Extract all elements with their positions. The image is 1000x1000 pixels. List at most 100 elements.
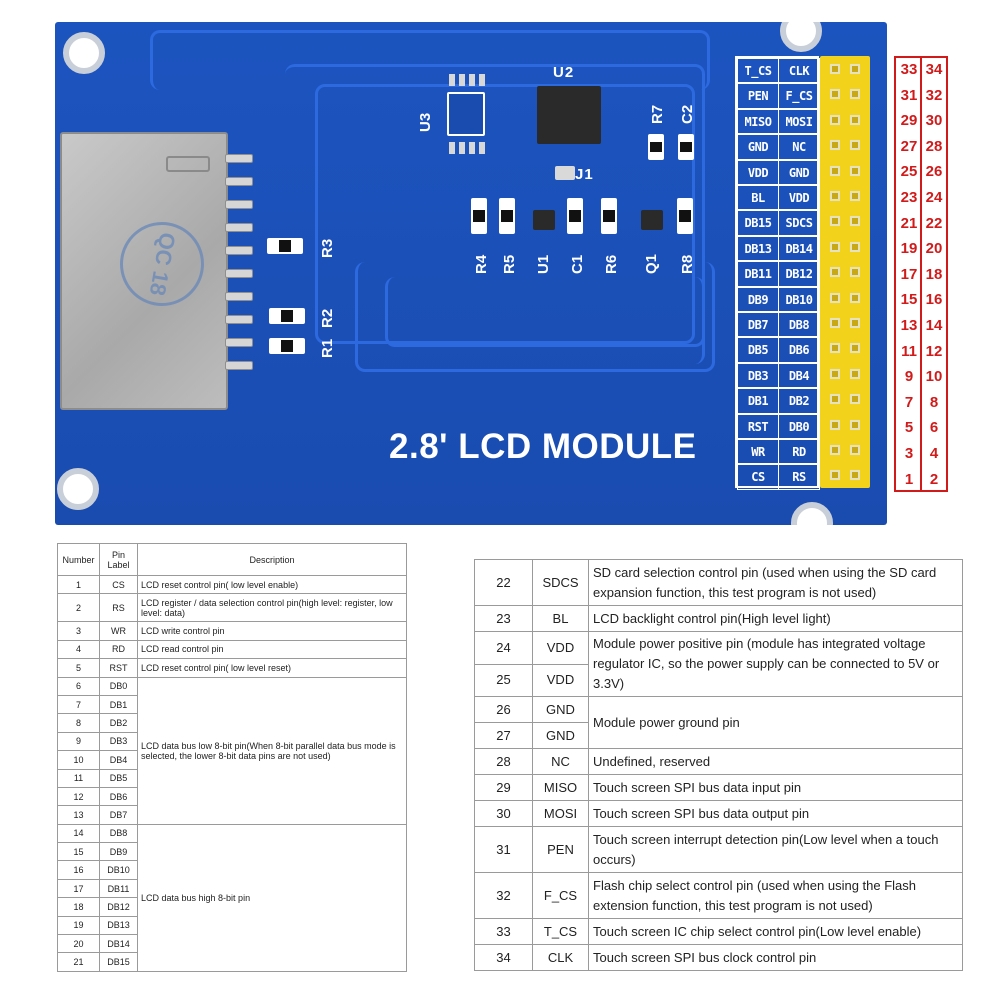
pin-number: 2 — [929, 470, 939, 488]
mounting-hole-top-right — [780, 22, 822, 52]
cell-number: 30 — [474, 800, 533, 827]
pin-label-cell: DB3 — [737, 362, 779, 389]
cell-description: SD card selection control pin (used when… — [588, 559, 963, 606]
header-pin — [850, 241, 860, 252]
cell-description: LCD reset control pin( low level enable) — [137, 574, 407, 595]
cell-pin-label: DB13 — [99, 915, 138, 936]
pin-number-divider — [920, 58, 922, 490]
pin-number: 34 — [925, 61, 943, 78]
pin-label-cell: SDCS — [778, 210, 820, 236]
jumper-j1 — [555, 166, 575, 180]
cell-number: 29 — [474, 774, 533, 801]
component-q1 — [641, 210, 663, 230]
pin-label-cell: DB9 — [737, 286, 779, 312]
chip-leg — [469, 74, 475, 86]
pcb-trace — [150, 30, 710, 90]
cell-pin-label: DB6 — [99, 786, 138, 807]
header-pin — [830, 114, 840, 125]
cell-pin-label: PEN — [532, 826, 589, 873]
pin-number: 22 — [925, 214, 943, 232]
pin-label-cell: DB8 — [778, 312, 820, 338]
pin-label-cell: DB6 — [778, 337, 820, 363]
cell-pin-label: RD — [99, 639, 138, 660]
pin-label-cell: DB10 — [778, 286, 820, 312]
cell-number: 28 — [474, 748, 533, 775]
pin-label-cell: VDD — [737, 159, 779, 185]
cell-description: Touch screen SPI bus clock control pin — [588, 944, 963, 971]
pin-label-cell: BL — [737, 185, 779, 211]
label-r6: R6 — [603, 254, 620, 274]
header-pin — [850, 419, 860, 430]
pin-label-cell: PEN — [737, 83, 779, 109]
label-u1: U1 — [535, 254, 552, 274]
header-pin — [850, 267, 860, 278]
cell-number: 21 — [57, 952, 100, 972]
sd-card-pin — [225, 223, 253, 232]
cell-number: 2 — [57, 593, 100, 623]
cell-number: 15 — [57, 842, 100, 862]
pin-label-cell: NC — [778, 134, 820, 160]
header-pin — [850, 64, 860, 74]
header-pin — [830, 216, 840, 227]
cell-description: Touch screen IC chip select control pin(… — [588, 918, 963, 945]
pin-number: 29 — [900, 112, 918, 130]
label-r1: R1 — [319, 338, 336, 358]
pin-number: 21 — [900, 214, 918, 232]
chip-leg — [459, 142, 465, 154]
pin-label-cell: DB12 — [778, 261, 820, 287]
header-description: Description — [137, 543, 407, 576]
header-pin — [830, 89, 840, 100]
pin-number: 4 — [929, 445, 939, 462]
cell-number: 19 — [57, 915, 100, 936]
component-r5 — [499, 198, 515, 234]
pin-label-cell: DB2 — [778, 388, 820, 414]
cell-pin-label: DB11 — [99, 878, 138, 899]
chip-leg — [459, 74, 465, 86]
pin-number: 30 — [925, 112, 943, 130]
label-r7: R7 — [649, 104, 666, 124]
sd-card-pin — [225, 200, 253, 209]
chip-leg — [469, 142, 475, 154]
chip-leg — [479, 142, 485, 154]
pin-number: 6 — [929, 419, 939, 437]
pin-number: 31 — [900, 86, 918, 104]
mounting-hole-top-left — [63, 32, 105, 74]
pcb-trace — [315, 84, 695, 344]
pin-label-cell: MISO — [737, 108, 779, 135]
header-pin — [850, 445, 860, 455]
cell-pin-label: NC — [532, 748, 589, 775]
component-r3 — [267, 238, 303, 254]
lcd-module-board: QC 18 U3 U2 R7 C2 J1 R4 R5 U1 C1 R6 Q1 R… — [55, 22, 887, 525]
cell-number: 32 — [474, 872, 533, 919]
header-pin — [830, 191, 840, 201]
cell-number: 10 — [57, 750, 100, 770]
cell-pin-label: T_CS — [532, 918, 589, 945]
sd-card-pin — [225, 361, 253, 370]
header-pin — [850, 114, 860, 125]
cell-description: Module power ground pin — [588, 696, 963, 749]
sd-card-pin — [225, 292, 253, 301]
cell-number: 22 — [474, 559, 533, 606]
sd-card-pin — [225, 177, 253, 186]
sd-card-stamp: QC 18 — [113, 215, 211, 313]
cell-description: LCD read control pin — [137, 639, 407, 660]
cell-number: 11 — [57, 768, 100, 788]
cell-pin-label: DB0 — [99, 676, 138, 696]
header-pin — [830, 470, 840, 481]
